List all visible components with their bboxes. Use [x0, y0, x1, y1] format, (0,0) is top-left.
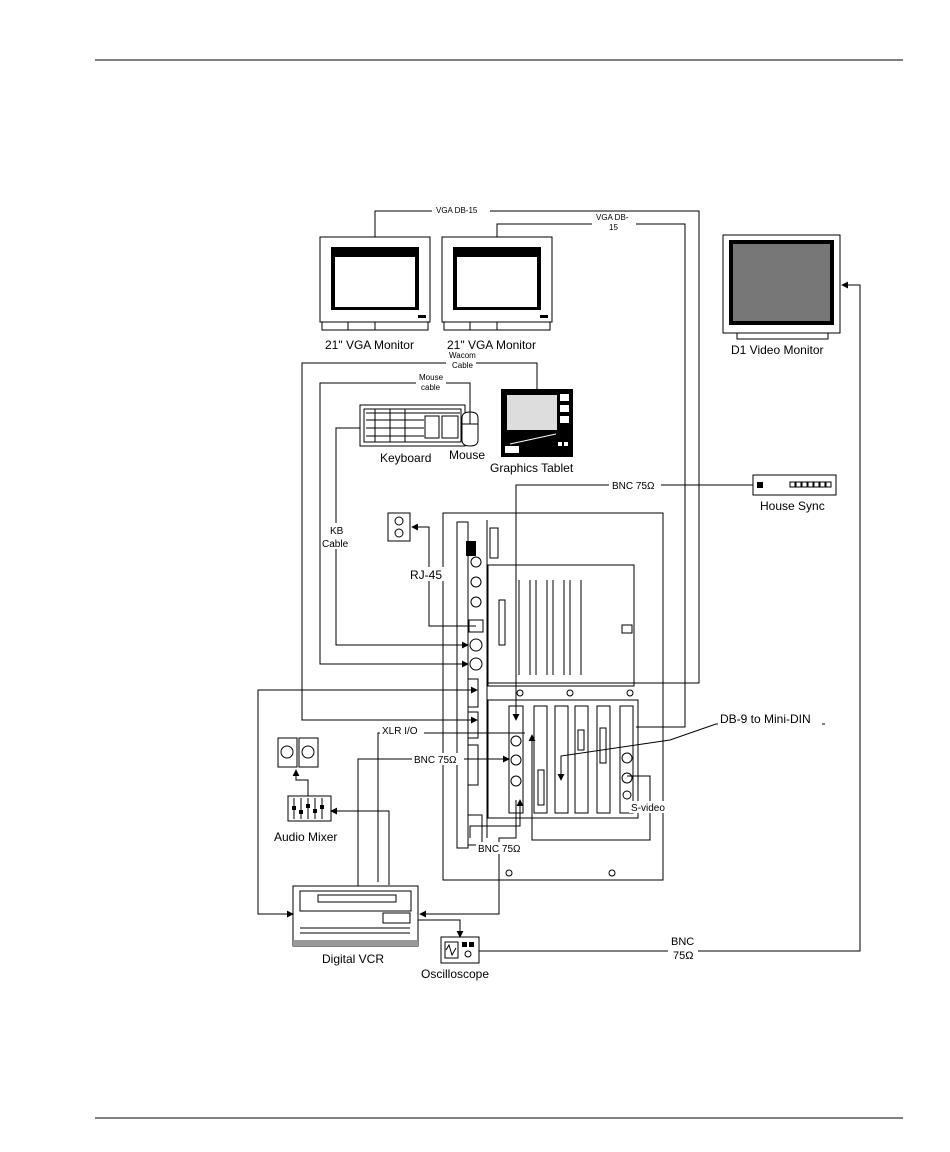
- monitor-left-label: 21" VGA Monitor: [325, 338, 414, 352]
- cable-bnc-vcr: [358, 759, 509, 886]
- label-mouse-cable-1: Mouse: [419, 373, 444, 382]
- oscilloscope: [441, 937, 479, 963]
- keyboard-label: Keyboard: [380, 451, 431, 465]
- audio-mixer: [288, 796, 331, 821]
- label-bnc-d1-2: 75Ω: [673, 950, 693, 962]
- label-kb-cable-1: KB: [330, 526, 344, 537]
- computer-rear-panel: [443, 513, 663, 880]
- d1-video-monitor: [723, 235, 840, 339]
- label-rj45: RJ-45: [410, 568, 442, 582]
- label-xlr: XLR I/O: [382, 726, 418, 737]
- graphics-tablet: [501, 389, 573, 457]
- label-bnc-bottom: BNC 75Ω: [478, 844, 521, 855]
- label-db9-minidin: DB-9 to Mini-DIN: [720, 712, 811, 726]
- label-s-video: S-video: [631, 803, 665, 814]
- label-wacom-1: Wacom: [449, 351, 476, 360]
- cable-oscilloscope: [418, 920, 460, 937]
- house-sync-label: House Sync: [760, 499, 825, 513]
- label-kb-cable-2: Cable: [322, 539, 349, 550]
- vga-monitor-right: [442, 237, 552, 330]
- oscilloscope-label: Oscilloscope: [421, 967, 489, 981]
- label-bnc-vcr: BNC 75Ω: [414, 755, 457, 766]
- d1-monitor-label: D1 Video Monitor: [731, 343, 824, 357]
- rj45-wall-jack: [388, 513, 410, 541]
- graphics-tablet-label: Graphics Tablet: [490, 461, 574, 475]
- vga-monitor-left: [320, 237, 430, 330]
- mouse-label: Mouse: [449, 448, 485, 462]
- cable-mixer-speakers: [296, 770, 308, 796]
- monitor-right-label: 21" VGA Monitor: [447, 338, 536, 352]
- audio-mixer-label: Audio Mixer: [274, 830, 337, 844]
- label-vga-right-2: 15: [609, 223, 618, 232]
- keyboard: [360, 405, 465, 446]
- digital-vcr: [293, 886, 418, 946]
- label-vga-left: VGA DB-15: [436, 206, 478, 215]
- label-mouse-cable-2: cable: [421, 383, 441, 392]
- mouse: [462, 412, 478, 446]
- speakers: [278, 738, 318, 767]
- cable-xlr-mixer: [331, 811, 389, 885]
- label-bnc-d1-1: BNC: [671, 936, 694, 948]
- label-bnc-house: BNC 75Ω: [612, 481, 655, 492]
- digital-vcr-label: Digital VCR: [322, 952, 384, 966]
- label-wacom-2: Cable: [452, 361, 473, 370]
- house-sync: [753, 475, 836, 495]
- label-vga-right-1: VGA DB-: [596, 213, 629, 222]
